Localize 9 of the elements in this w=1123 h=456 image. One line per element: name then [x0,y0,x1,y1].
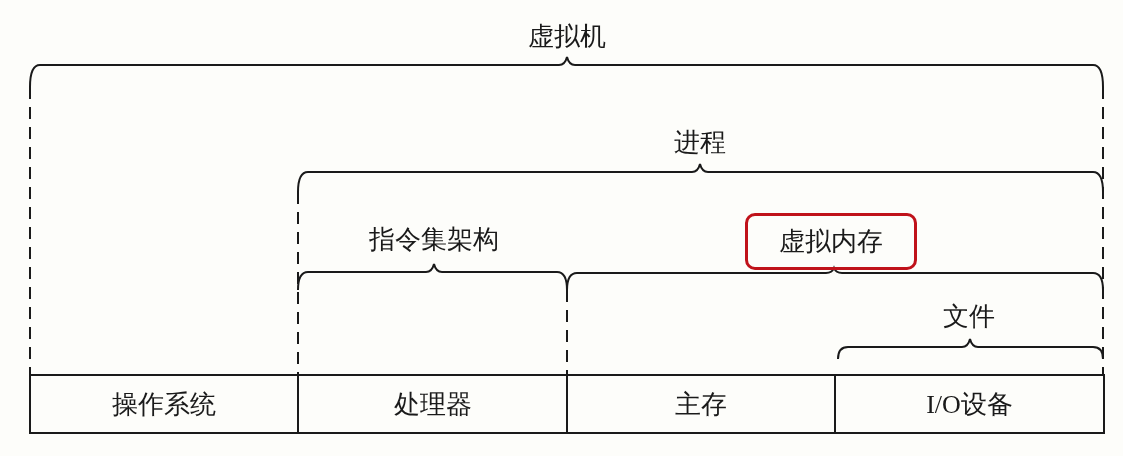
bracket-label: 指令集架构 [369,224,499,256]
highlight-box: 虚拟内存 [745,213,917,270]
bracket-label: 文件 [943,301,995,333]
bracket-label: 虚拟机 [528,21,606,53]
bracket-label: 进程 [674,127,726,159]
table-cell: 处理器 [297,374,568,434]
table-cell: I/O设备 [834,374,1105,434]
table-cell: 操作系统 [29,374,299,434]
table-cell: 主存 [566,374,836,434]
